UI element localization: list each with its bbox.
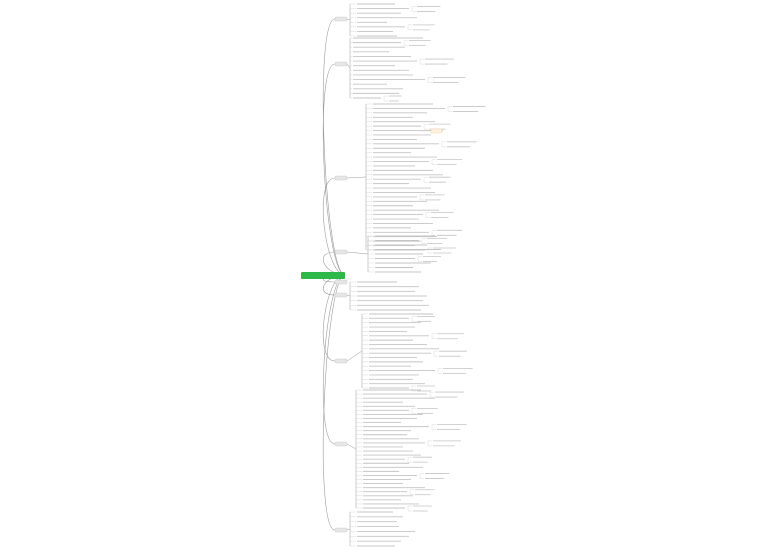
sub-branch-link <box>346 350 363 362</box>
branch-7-node <box>334 441 348 447</box>
branch-3-node <box>334 175 348 181</box>
branch-4-node <box>334 249 348 255</box>
branch-connector <box>323 274 346 362</box>
branch-6-node <box>334 358 348 364</box>
branch-8-node <box>334 527 348 533</box>
branch-connector <box>322 18 346 276</box>
highlight-callout-node <box>430 128 443 134</box>
sub-branch-link <box>346 294 351 297</box>
branch-2-node <box>334 61 348 67</box>
branch-1-node <box>334 16 348 22</box>
sub-branch-link <box>346 63 351 69</box>
sub-branch-link <box>346 18 351 21</box>
branch-connector <box>323 177 346 276</box>
branch-9-node <box>334 279 348 285</box>
sub-branch-link <box>346 528 351 531</box>
branch-5-node <box>334 292 348 298</box>
branch-connector <box>322 63 346 276</box>
sub-branch-link <box>346 176 367 179</box>
sub-branch-link <box>346 443 357 450</box>
branch-connector <box>322 274 346 531</box>
sub-branch-link <box>346 251 369 255</box>
mind-map-root-node[interactable] <box>301 272 345 279</box>
